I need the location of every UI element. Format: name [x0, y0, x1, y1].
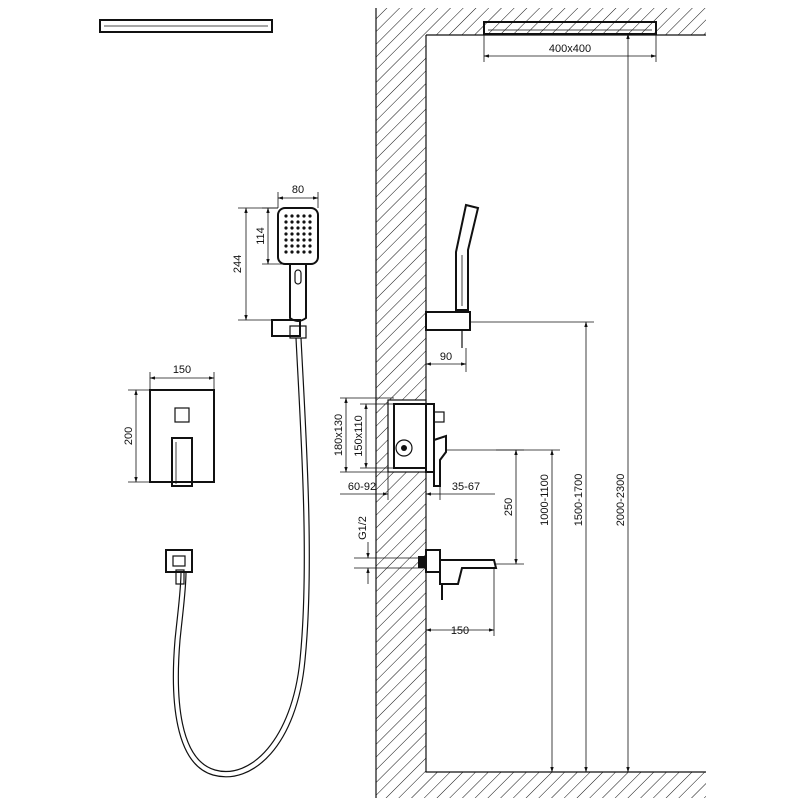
wall-depth-dimension: 60-92 35-67 — [340, 472, 495, 500]
spout-height-label: 1000-1100 — [539, 474, 551, 526]
hand-total-label: 244 — [232, 255, 244, 273]
hand-shower — [271, 207, 319, 339]
bath-spout — [418, 549, 498, 600]
holder-height-label: 1500-1700 — [573, 474, 585, 527]
holder-height-dimension: 1500-1700 — [470, 321, 594, 773]
wall-depth-left-label: 60-92 — [348, 481, 376, 493]
spout-length-dimension: 150 — [425, 568, 495, 637]
rain-shower-head-side — [483, 21, 657, 35]
box-inner-label: 150x110 — [353, 415, 365, 456]
concealed-mixer-box — [393, 403, 447, 487]
thread-dimension: G1/2 — [354, 516, 426, 584]
mixer-cover-plate — [149, 389, 215, 487]
shower-hose — [172, 337, 310, 778]
plate-width-dimension: 150 — [149, 364, 215, 390]
box-outer-label: 180x130 — [333, 414, 345, 456]
hand-width-label: 80 — [292, 184, 304, 196]
head-height-dimension: 2000-2300 — [615, 33, 630, 773]
mixer-height-label: 250 — [503, 498, 515, 516]
spray-nozzles-icon — [284, 214, 312, 254]
spout-height-dimension: 1000-1100 — [496, 449, 560, 773]
mixer-height-dimension: 250 — [446, 449, 524, 565]
hand-head-label: 114 — [255, 227, 267, 245]
spout-length-label: 150 — [451, 625, 469, 637]
plate-height-label: 200 — [123, 427, 135, 445]
box-inner-dimension: 150x110 — [353, 403, 394, 469]
head-size-label: 400x400 — [549, 43, 591, 55]
wall-outlet — [165, 549, 193, 585]
wall-depth-right-label: 35-67 — [452, 481, 480, 493]
plate-width-label: 150 — [173, 364, 191, 376]
hand-total-dimension: 244 — [232, 207, 278, 321]
holder-offset-label: 90 — [440, 351, 452, 363]
hand-shower-side — [425, 203, 480, 348]
box-outer-dimension: 180x130 — [333, 397, 394, 473]
hand-width-dimension: 80 — [277, 184, 319, 208]
plate-height-dimension: 200 — [123, 389, 150, 483]
thread-label: G1/2 — [357, 516, 369, 540]
wall-hatch — [376, 8, 706, 798]
rain-shower-head — [99, 19, 273, 33]
holder-offset-dimension: 90 — [425, 348, 467, 372]
head-size-dimension: 400x400 — [483, 34, 657, 62]
head-height-label: 2000-2300 — [615, 474, 627, 527]
